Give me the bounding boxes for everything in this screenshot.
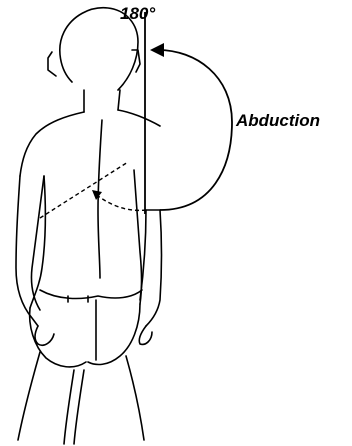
left-hand [35, 326, 54, 345]
neck-right [118, 90, 120, 110]
abduction-arc [158, 50, 232, 210]
left-arm-inner [31, 176, 44, 310]
right-arm-outer [146, 210, 162, 326]
right-ear [132, 50, 140, 72]
abduction-label: Abduction [235, 111, 320, 130]
spine-line [98, 120, 102, 278]
dashed-arc-arrowhead [92, 190, 102, 200]
right-shoulder [118, 110, 160, 126]
right-leg-outer [126, 356, 144, 440]
left-leg-outer [18, 352, 40, 440]
left-shoulder [20, 112, 84, 176]
dashed-rotation-arc [98, 196, 146, 210]
left-leg-inner [64, 370, 74, 444]
torso-right-side [134, 170, 142, 304]
right-leg-inner [74, 370, 84, 444]
right-hand [139, 326, 152, 344]
left-ear [48, 52, 56, 76]
abduction-arrowhead [150, 43, 164, 57]
angle-label: 180° [120, 4, 155, 23]
dashed-scapula-line [40, 162, 128, 218]
waist-line [40, 290, 142, 298]
